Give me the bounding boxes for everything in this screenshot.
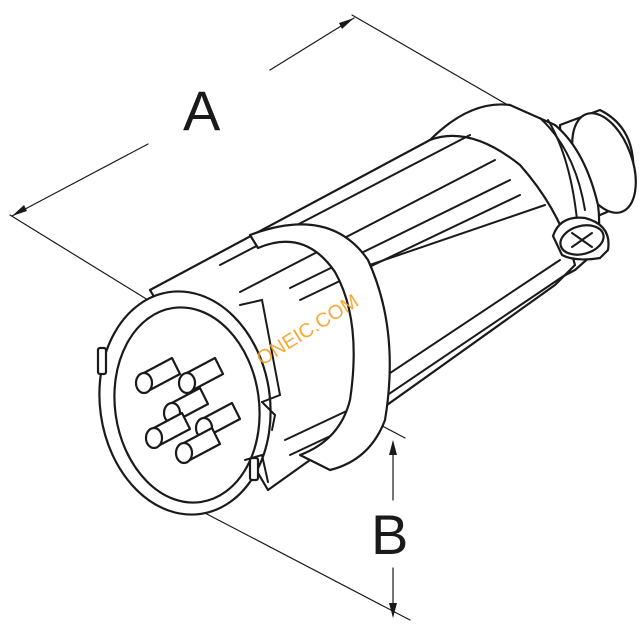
dim-a-extension-left <box>9 214 149 301</box>
pin-2 <box>177 356 225 395</box>
dim-b-arrow-top <box>389 440 397 455</box>
dim-a-line-lower <box>11 143 149 217</box>
contact-pins <box>134 356 242 465</box>
pin-1 <box>134 356 182 395</box>
dimension-b-label: B <box>371 503 408 566</box>
pin-4 <box>144 411 192 450</box>
dimension-a: A <box>9 14 521 301</box>
dim-a-arrow-right <box>339 18 354 29</box>
pin-6 <box>174 426 222 465</box>
dim-b-arrow-bottom <box>389 603 397 618</box>
dim-a-extension-right <box>351 14 521 113</box>
dim-a-arrow-left <box>12 205 27 216</box>
clamp-screw <box>551 216 610 261</box>
dimension-a-label: A <box>183 79 221 142</box>
dim-a-line-upper <box>269 17 355 71</box>
dim-b-extension-bottom <box>179 499 411 621</box>
clamp-collar <box>248 223 391 472</box>
